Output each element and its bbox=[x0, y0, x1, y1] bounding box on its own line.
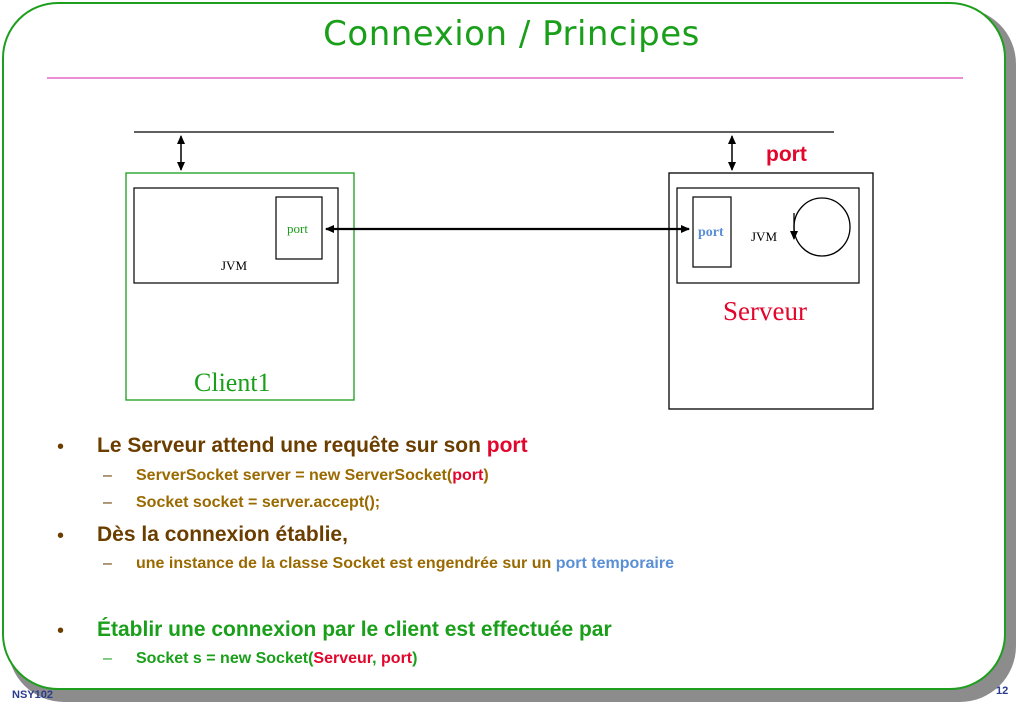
bullet-2-sub-1: une instance de la classe Socket est eng… bbox=[136, 555, 674, 573]
sub-dash: – bbox=[103, 467, 112, 484]
server-port-box bbox=[692, 196, 732, 268]
bullet-1-highlight: port bbox=[486, 434, 528, 457]
slide-frame bbox=[2, 2, 1006, 690]
bullet-3-sub-1: Socket s = new Socket(Serveur, port) bbox=[136, 650, 417, 668]
bullet-3-sub-1-text: Socket s = new Socket( bbox=[136, 650, 314, 667]
client-port-label: port bbox=[287, 221, 308, 236]
bullet-1-sub-1: ServerSocket server = new ServerSocket(p… bbox=[136, 467, 489, 485]
bullet-3-sub-1-port: port bbox=[381, 650, 413, 667]
sub-dash: – bbox=[103, 555, 112, 572]
client-port-box bbox=[275, 196, 323, 260]
bullet-1-sub-1-close: ) bbox=[483, 467, 489, 484]
bullet-dot: • bbox=[57, 525, 65, 547]
server-machine-box bbox=[668, 172, 874, 410]
bullet-2-sub-1-text: une instance de la classe Socket est eng… bbox=[136, 555, 556, 572]
bullet-1-sub-2: Socket socket = server.accept(); bbox=[136, 494, 381, 511]
top-port-label: port bbox=[766, 143, 807, 166]
server-loop-icon bbox=[793, 197, 851, 257]
bullet-3: Établir une connexion par le client est … bbox=[97, 618, 612, 641]
server-port-label: port bbox=[698, 225, 724, 240]
server-jvm-label: JVM bbox=[751, 229, 778, 244]
client-machine-box bbox=[125, 172, 355, 401]
bullet-1-sub-1-text: ServerSocket server = new ServerSocket( bbox=[136, 467, 453, 484]
title-divider bbox=[47, 77, 963, 79]
bullet-1-text: Le Serveur attend une requête sur son bbox=[97, 434, 487, 457]
bullet-dot: • bbox=[57, 436, 65, 458]
page-number: 12 bbox=[996, 685, 1009, 697]
slide-title: Connexion / Principes bbox=[323, 14, 700, 54]
sub-dash: – bbox=[103, 650, 112, 667]
client-label: Client1 bbox=[194, 368, 271, 397]
bullet-2: Dès la connexion établie, bbox=[97, 523, 348, 546]
server-label: Serveur bbox=[723, 296, 807, 326]
client-jvm-label: JVM bbox=[221, 258, 248, 273]
bullet-3-sub-1-sep: , bbox=[372, 650, 382, 667]
footer-course-code: NSY102 bbox=[12, 689, 53, 701]
bullet-2-sub-1-highlight: port temporaire bbox=[555, 555, 674, 572]
bullet-1-sub-1-highlight: port bbox=[452, 467, 484, 484]
bullet-3-sub-1-close: ) bbox=[412, 650, 418, 667]
bullet-dot: • bbox=[57, 620, 65, 642]
sub-dash: – bbox=[103, 494, 112, 511]
bullet-3-sub-1-server: Serveur bbox=[313, 650, 373, 667]
bullet-1: Le Serveur attend une requête sur son po… bbox=[97, 434, 528, 458]
server-jvm-box bbox=[676, 187, 860, 284]
client-jvm-box bbox=[133, 187, 339, 284]
